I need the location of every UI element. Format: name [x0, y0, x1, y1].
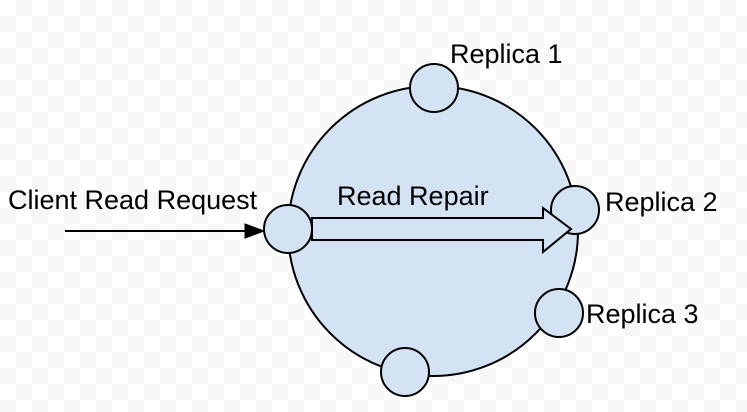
- client-read-request-arrowhead: [244, 223, 266, 239]
- replica-2-label: Replica 2: [605, 187, 718, 217]
- node-coordinator: [263, 204, 313, 254]
- replica-3-label: Replica 3: [586, 299, 699, 329]
- read-repair-label: Read Repair: [337, 181, 489, 211]
- node-replica-3: [534, 288, 584, 338]
- read-repair-arrow: [311, 206, 573, 255]
- replica-1-label: Replica 1: [450, 39, 563, 69]
- node-bottom: [380, 347, 430, 397]
- client-read-request-label: Client Read Request: [8, 185, 258, 215]
- node-replica-1: [409, 63, 459, 113]
